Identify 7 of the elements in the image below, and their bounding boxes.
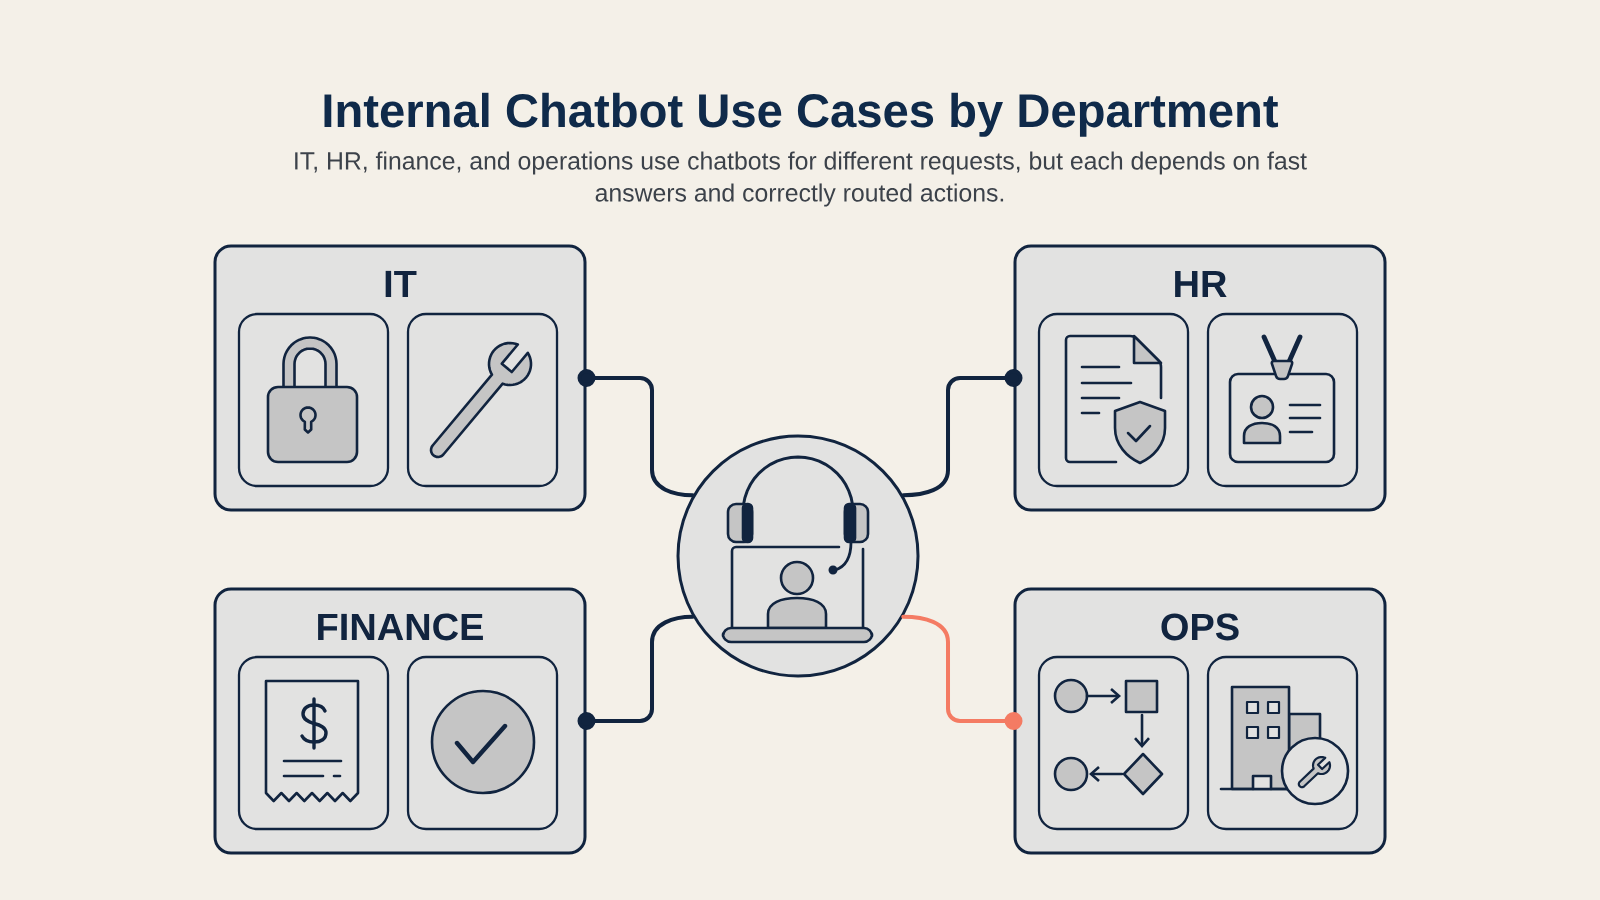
icon-tile (237, 655, 390, 831)
connector (577, 614, 695, 730)
connector (901, 369, 1023, 498)
subtitle: IT, HR, finance, and operations use chatbots for different requests, but each depends on fast answers and correctly routed actions. (295, 151, 1307, 207)
connector (577, 369, 695, 498)
connector (901, 614, 1023, 730)
title: Internal Chatbot Use Cases by Department (324, 92, 1279, 137)
